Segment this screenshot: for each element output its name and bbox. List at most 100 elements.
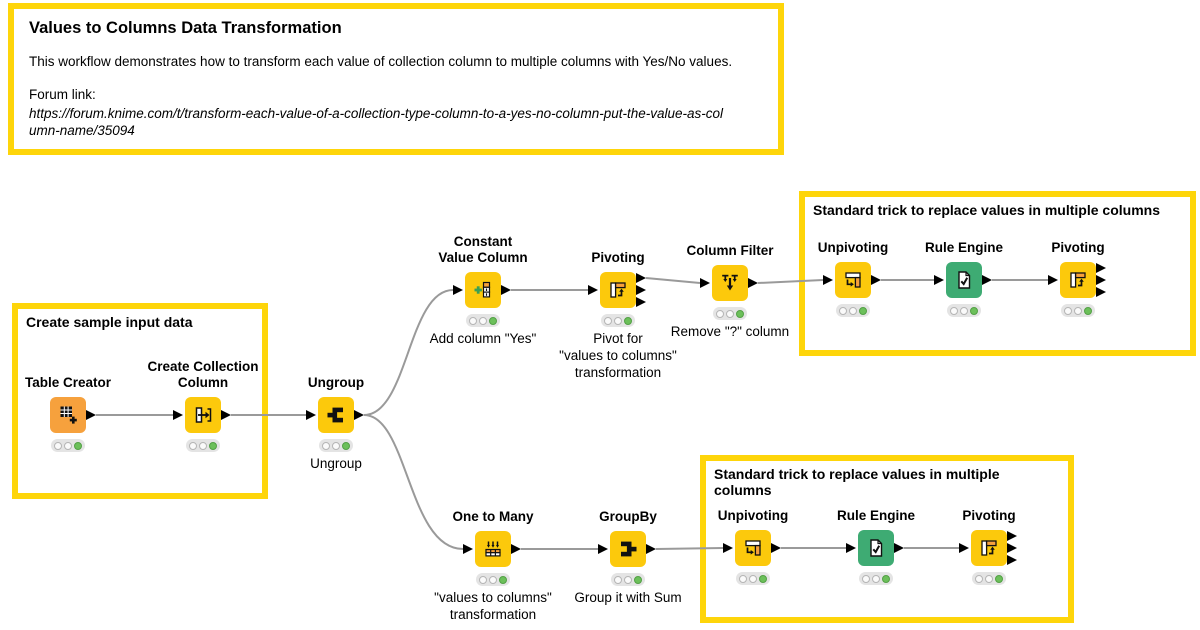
- node-rule-engine-top[interactable]: Rule Engine: [925, 240, 1003, 317]
- table-plus-icon: [60, 406, 77, 424]
- node-body[interactable]: [598, 531, 656, 567]
- input-port[interactable]: [453, 285, 463, 295]
- unpivoting-icon: [745, 540, 761, 556]
- status-traffic-light: [51, 439, 85, 452]
- pivoting-icon: [1070, 272, 1086, 288]
- node-pivoting-top-right[interactable]: Pivoting: [1048, 240, 1106, 317]
- output-port[interactable]: [982, 275, 992, 285]
- input-port[interactable]: [173, 410, 183, 420]
- node-body[interactable]: [700, 265, 758, 301]
- node-groupby[interactable]: GroupBy Group it with Sum: [574, 509, 681, 605]
- node-create-collection-column[interactable]: Create Collection Column: [147, 359, 259, 452]
- output-port[interactable]: [748, 278, 758, 288]
- annotation-title: Create sample input data: [26, 314, 193, 330]
- node-body[interactable]: [173, 397, 231, 433]
- status-traffic-light: [601, 314, 635, 327]
- node-body[interactable]: [306, 397, 364, 433]
- groupby-icon: [621, 541, 637, 557]
- node-pivoting-bottom-right[interactable]: Pivoting: [959, 508, 1017, 585]
- annotation-body: This workflow demonstrates how to transf…: [29, 54, 733, 69]
- forum-link-label: Forum link:: [29, 87, 96, 102]
- output-port[interactable]: [1096, 287, 1106, 297]
- node-body[interactable]: [463, 531, 521, 567]
- status-traffic-light: [836, 304, 870, 317]
- node-comment: Pivot for "values to columns" transforma…: [559, 331, 677, 380]
- output-port[interactable]: [1096, 263, 1106, 273]
- node-body[interactable]: [588, 272, 646, 308]
- node-body[interactable]: [823, 262, 881, 298]
- node-body[interactable]: [959, 530, 1017, 566]
- input-port[interactable]: [823, 275, 833, 285]
- node-body[interactable]: [1048, 262, 1106, 298]
- output-port[interactable]: [646, 544, 656, 554]
- node-body[interactable]: [846, 530, 904, 566]
- node-pivoting-top[interactable]: Pivoting Pivot for "values to columns" t…: [559, 250, 677, 380]
- node-comment: Group it with Sum: [574, 590, 682, 605]
- node-comment: "values to columns" transformation: [434, 590, 552, 622]
- rule-engine-icon: [958, 271, 971, 289]
- input-port[interactable]: [700, 278, 710, 288]
- output-port[interactable]: [1007, 543, 1017, 553]
- node-unpivoting-bottom[interactable]: Unpivoting: [718, 508, 788, 585]
- input-port[interactable]: [306, 410, 316, 420]
- connection-wire: [363, 289, 454, 416]
- input-port[interactable]: [598, 544, 608, 554]
- input-port[interactable]: [934, 275, 944, 285]
- node-label: Ungroup: [307, 375, 365, 390]
- annotation-standard-trick-top[interactable]: Standard trick to replace values in mult…: [799, 191, 1196, 356]
- node-label: Pivoting: [1051, 240, 1105, 255]
- input-port[interactable]: [1048, 275, 1058, 285]
- status-traffic-light: [476, 573, 510, 586]
- output-port[interactable]: [1007, 555, 1017, 565]
- annotation-main[interactable]: Values to Columns Data Transformation Th…: [8, 3, 784, 155]
- node-one-to-many[interactable]: One to Many "values to columns" transfor…: [434, 509, 552, 622]
- node-body[interactable]: [723, 530, 781, 566]
- node-comment: Add column "Yes": [429, 331, 537, 346]
- node-body[interactable]: [50, 397, 96, 433]
- input-port[interactable]: [463, 544, 473, 554]
- node-rule-engine-bottom[interactable]: Rule Engine: [837, 508, 915, 585]
- annotation-title: Standard trick to replace values in mult…: [813, 202, 1160, 218]
- output-port[interactable]: [354, 410, 364, 420]
- annotation-title: Standard trick to replace values in mult…: [714, 466, 1000, 498]
- node-ungroup[interactable]: Ungroup Ungroup: [306, 375, 364, 471]
- output-port[interactable]: [511, 544, 521, 554]
- status-traffic-light: [859, 572, 893, 585]
- status-traffic-light: [972, 572, 1006, 585]
- input-port[interactable]: [588, 285, 598, 295]
- pivoting-icon: [981, 540, 997, 556]
- node-label: Table Creator: [24, 375, 112, 390]
- node-label: Rule Engine: [924, 240, 1003, 255]
- input-port[interactable]: [846, 543, 856, 553]
- output-port[interactable]: [501, 285, 511, 295]
- node-table-creator[interactable]: Table Creator: [25, 375, 111, 452]
- node-body[interactable]: [453, 272, 511, 308]
- input-port[interactable]: [723, 543, 733, 553]
- status-traffic-light: [736, 572, 770, 585]
- input-port[interactable]: [959, 543, 969, 553]
- output-port[interactable]: [86, 410, 96, 420]
- output-port[interactable]: [636, 297, 646, 307]
- status-traffic-light: [1061, 304, 1095, 317]
- output-port[interactable]: [636, 273, 646, 283]
- output-port[interactable]: [1096, 275, 1106, 285]
- node-label: Unpivoting: [717, 508, 789, 523]
- output-port[interactable]: [771, 543, 781, 553]
- node-column-filter[interactable]: Column Filter Remove "?" column: [671, 243, 789, 339]
- output-port[interactable]: [871, 275, 881, 285]
- node-body[interactable]: [934, 262, 992, 298]
- output-port[interactable]: [221, 410, 231, 420]
- output-port[interactable]: [636, 285, 646, 295]
- node-label: GroupBy: [599, 509, 657, 524]
- node-label: Rule Engine: [836, 508, 915, 523]
- forum-link-url: https://forum.knime.com/t/transform-each…: [29, 106, 723, 138]
- output-port[interactable]: [894, 543, 904, 553]
- node-unpivoting-top[interactable]: Unpivoting: [818, 240, 888, 317]
- node-constant-value-column[interactable]: Constant Value Column Add column "Yes": [430, 234, 537, 346]
- connection-wire: [757, 279, 824, 284]
- annotation-title: Values to Columns Data Transformation: [29, 19, 342, 37]
- pivoting-icon: [610, 282, 626, 298]
- output-port[interactable]: [1007, 531, 1017, 541]
